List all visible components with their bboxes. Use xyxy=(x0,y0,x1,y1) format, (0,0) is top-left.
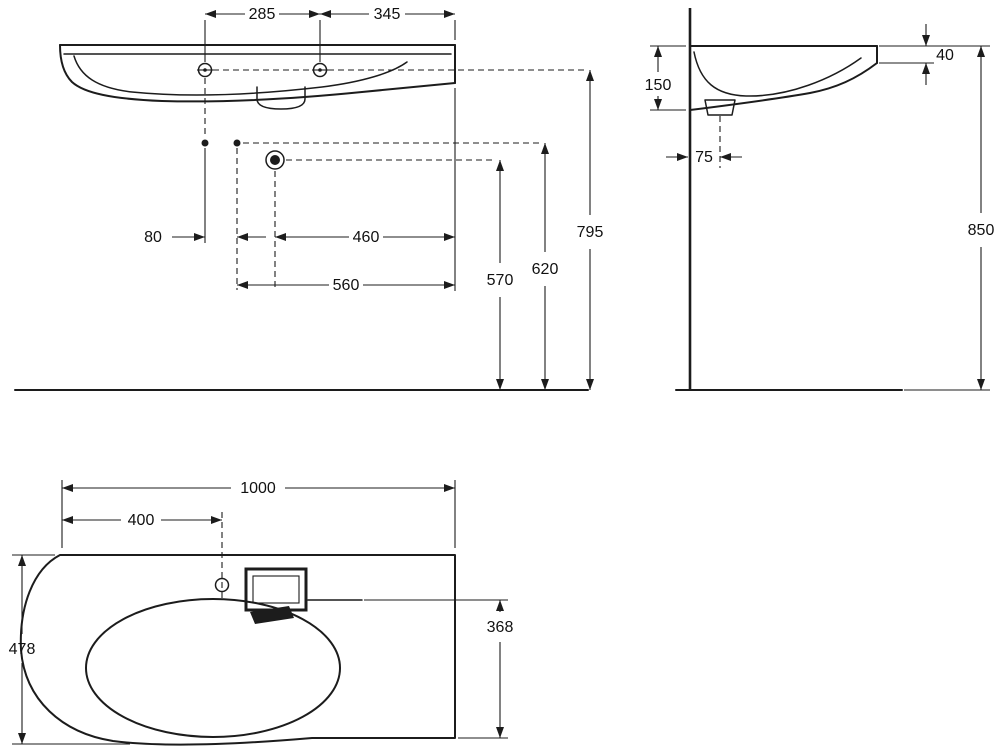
plan-view: 1000 400 478 368 xyxy=(9,480,514,746)
dim-drain-wall-offset: 75 xyxy=(666,149,742,166)
basin-bowl-plan xyxy=(85,598,341,738)
dim-label-478: 478 xyxy=(9,641,36,658)
fixing-hole-left xyxy=(201,139,209,147)
tap-hole-left xyxy=(197,62,213,78)
dim-label-460: 460 xyxy=(353,229,380,246)
dim-label-368: 368 xyxy=(487,619,514,636)
drain-hole-front xyxy=(265,150,285,170)
front-basin-outline xyxy=(59,44,456,110)
dim-fixing-height: 620 xyxy=(532,143,559,390)
drain-slot-plan xyxy=(250,606,294,624)
dim-overall-width: 1000 xyxy=(61,480,456,548)
overflow-box-plan xyxy=(244,567,308,612)
dim-label-1000: 1000 xyxy=(240,480,276,497)
dim-label-620: 620 xyxy=(532,261,559,278)
front-view: 285 345 80 460 560 xyxy=(14,6,604,391)
dim-edge-thickness: 40 xyxy=(879,24,954,85)
dim-label-345: 345 xyxy=(374,6,401,23)
dim-fixing-spacing: 80 xyxy=(144,148,266,246)
dim-drain-to-edge: 460 xyxy=(275,88,456,291)
dim-label-150: 150 xyxy=(645,77,672,94)
waste-outlet-side xyxy=(704,99,736,116)
dim-label-560: 560 xyxy=(333,277,360,294)
dim-label-850: 850 xyxy=(968,222,995,239)
front-centerlines xyxy=(204,69,585,290)
side-basin-outline xyxy=(689,45,878,116)
dim-label-80: 80 xyxy=(144,229,162,246)
dim-tap-to-edge: 345 xyxy=(320,6,455,23)
dim-label-285: 285 xyxy=(249,6,276,23)
plan-outline xyxy=(19,554,456,746)
dim-apron-height: 150 xyxy=(645,45,686,111)
overflow-cup-front xyxy=(256,86,306,110)
dim-label-400: 400 xyxy=(128,512,155,529)
dim-label-795: 795 xyxy=(577,224,604,241)
dim-fixing-to-edge: 560 xyxy=(237,277,455,294)
dim-overall-depth: 478 xyxy=(9,554,130,745)
tap-hole-plan xyxy=(214,512,230,601)
dim-tap-spacing: 285 xyxy=(204,6,456,62)
dim-label-75: 75 xyxy=(695,149,713,166)
side-view: 150 40 75 850 xyxy=(645,8,995,391)
dim-tap-height: 795 xyxy=(577,70,604,390)
dim-label-40: 40 xyxy=(936,47,954,64)
dim-right-depth: 368 xyxy=(364,599,514,739)
dim-mounting-height: 850 xyxy=(880,45,995,391)
dim-tap-offset: 400 xyxy=(62,512,222,529)
dim-label-570: 570 xyxy=(487,272,514,289)
tap-hole-right xyxy=(312,62,328,78)
fixing-hole-right xyxy=(233,139,241,147)
dim-drain-height: 570 xyxy=(487,160,514,390)
